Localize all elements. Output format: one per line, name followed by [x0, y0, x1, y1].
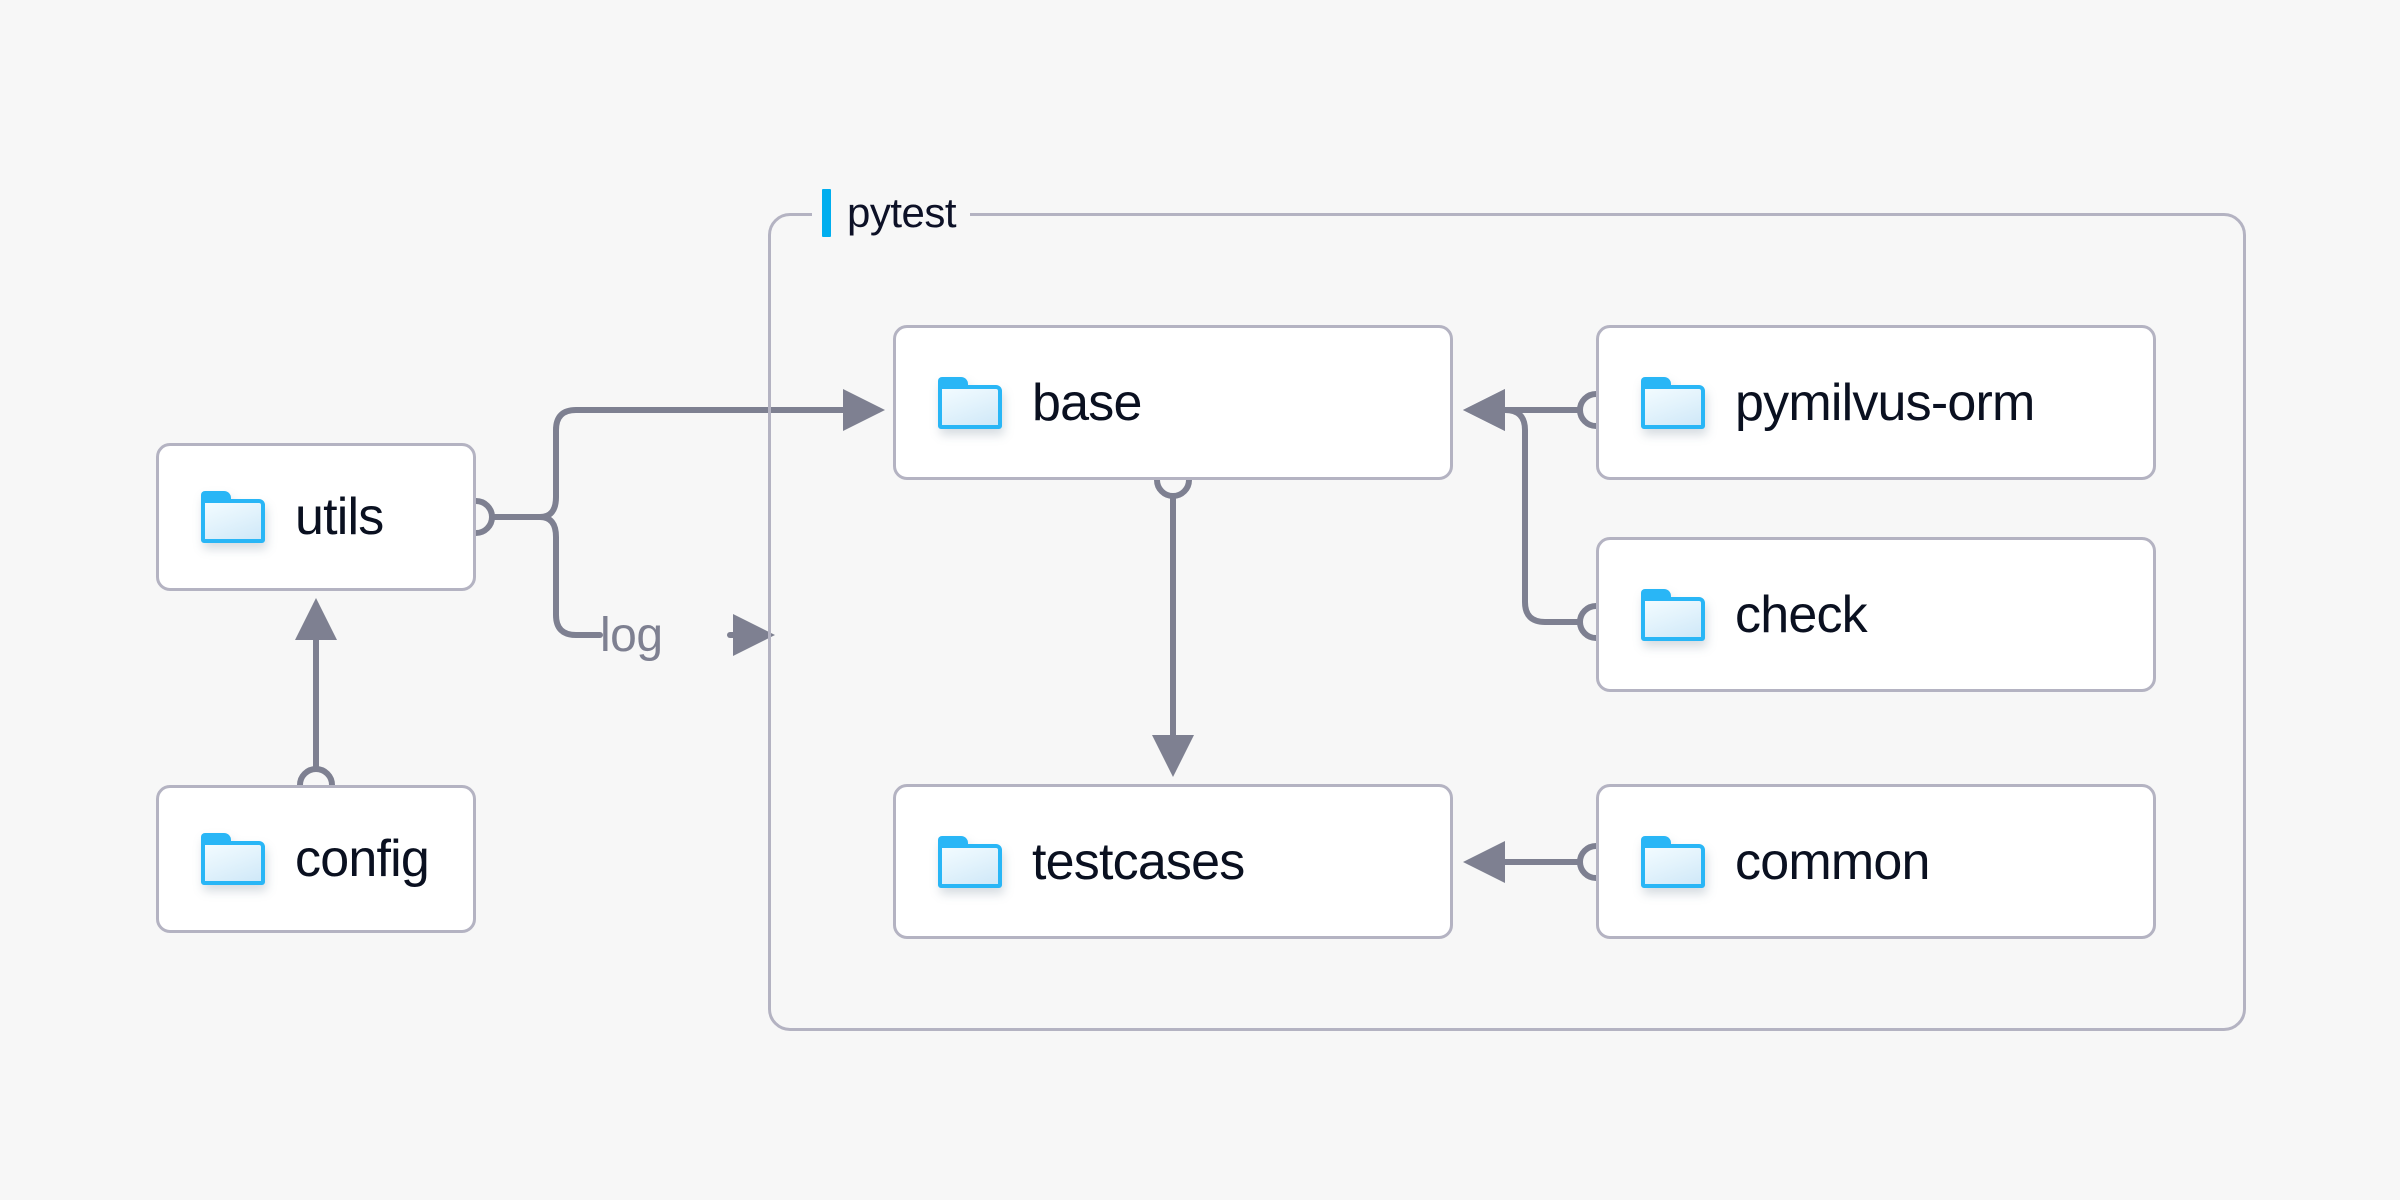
node-utils[interactable]: utils [156, 443, 476, 591]
node-common-label: common [1735, 832, 1930, 891]
folder-icon [201, 833, 265, 885]
node-pymilvus-orm[interactable]: pymilvus-orm [1596, 325, 2156, 480]
node-config[interactable]: config [156, 785, 476, 933]
group-pytest[interactable] [768, 213, 2246, 1031]
folder-icon [938, 835, 1002, 888]
node-testcases-label: testcases [1032, 832, 1245, 891]
node-testcases[interactable]: testcases [893, 784, 1453, 939]
group-accent-bar [822, 189, 831, 237]
node-base[interactable]: base [893, 325, 1453, 480]
node-pymilvus-orm-label: pymilvus-orm [1735, 373, 2035, 432]
edge-utils-to-base [537, 389, 885, 520]
folder-icon [938, 376, 1002, 429]
edge-label-log: log [600, 609, 663, 662]
node-check-label: check [1735, 585, 1868, 644]
node-config-label: config [295, 830, 430, 888]
group-pytest-title: pytest [847, 189, 957, 236]
folder-icon [1641, 588, 1705, 641]
edge-check-to-base [1463, 389, 1584, 625]
folder-icon [201, 491, 265, 543]
folder-icon [1641, 835, 1705, 888]
edge-utils-to-pytest-log [537, 514, 603, 638]
folder-icon [1641, 376, 1705, 429]
node-check[interactable]: check [1596, 537, 2156, 692]
node-common[interactable]: common [1596, 784, 2156, 939]
node-utils-label: utils [295, 488, 384, 546]
group-pytest-label: pytest [812, 186, 971, 240]
node-base-label: base [1032, 373, 1142, 432]
